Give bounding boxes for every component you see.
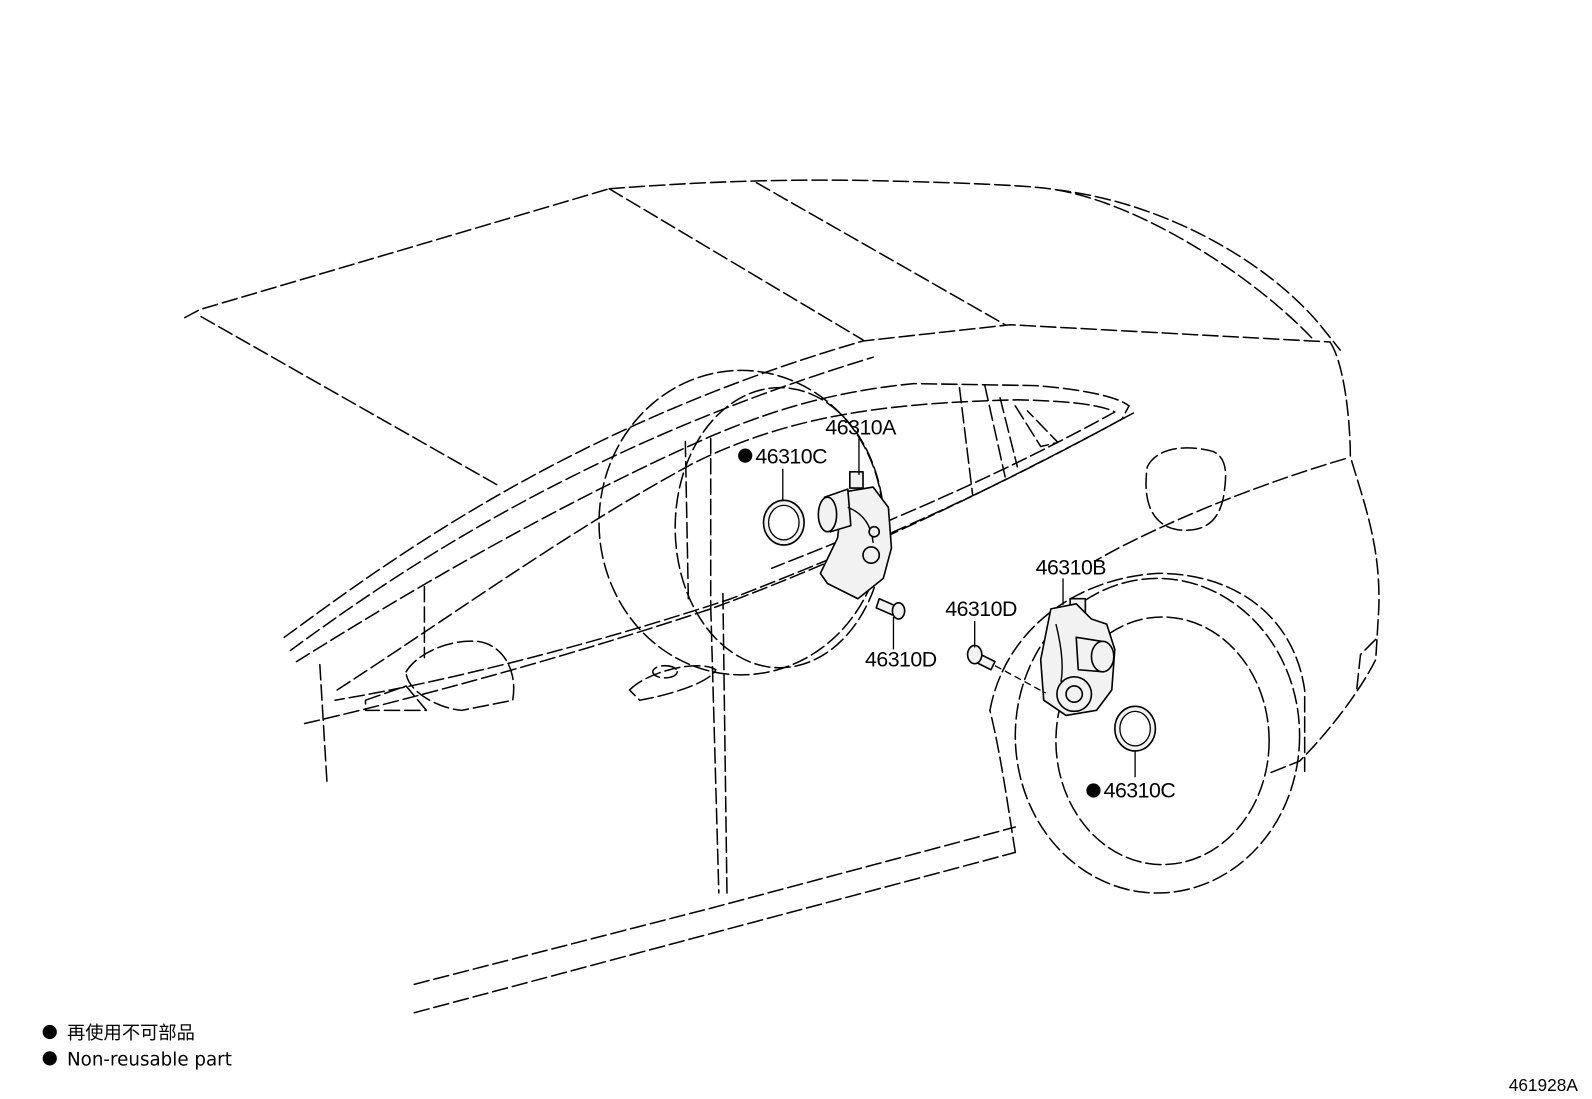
roof-rail [283,323,1331,639]
rear-wheel-rim [1055,616,1270,866]
rear-quarter-window-3 [999,397,1019,468]
non-reusable-marker [1086,783,1101,798]
rocker-upper [413,826,1017,986]
door-gap-front [709,605,720,894]
roof-panel-line-rear [755,181,1006,326]
front-door-edge [319,663,328,783]
actuator-a-motor-end [817,496,838,533]
rear-quarter-window-1 [958,386,974,496]
actuator-b-gear-hub [1065,685,1084,704]
legend-marker-jp [42,1024,57,1040]
bolt-46310d-lower[interactable] [966,644,996,671]
rear-quarter-outline [1268,341,1380,775]
door-gap-rear [722,592,728,894]
rocker-lower [413,851,1017,1014]
side-mirror-base [364,685,428,712]
belt-line [303,410,1138,725]
leader-lines [782,438,1136,778]
bolt-lower-head [966,644,983,665]
callout-46310d-upper[interactable]: 46310D [945,597,1017,621]
rear-quarter-window-4 [1014,405,1059,448]
rear-wheel-arch [989,572,1306,772]
bolt-upper-head [891,601,906,620]
actuator-46310a[interactable] [817,471,893,600]
door-handle-recess [652,664,678,679]
actuator-b-rib [1055,623,1063,683]
legend-label-jp: 再使用不可部品 [67,1023,195,1044]
roof-front-edge [184,187,610,319]
actuator-46310b[interactable] [1039,597,1116,717]
roof-top-edge [608,179,1341,351]
rear-quarter-window-2 [984,384,1006,478]
non-reusable-marker [738,448,753,463]
actuator-a-hole-small [868,525,881,538]
bolt-46310d-upper[interactable] [875,597,906,620]
rear-tire [1014,577,1301,894]
window-frame-outer [295,382,1130,701]
actuator-b-motor-end [1090,640,1115,673]
callout-46310b[interactable]: 46310B [1036,555,1107,579]
legend: 再使用不可部品 Non-reusable part [42,1023,232,1071]
bolt-to-actuator-leader [994,665,1047,694]
ring-lower-inner [1119,710,1152,747]
ring-upper-inner [767,504,800,541]
windshield-edge [200,315,499,486]
rear-bumper-line [1355,638,1377,693]
figure-id: 461928A [1509,1075,1579,1095]
legend-marker-en [42,1051,57,1066]
roof-rail-inner [289,356,874,652]
legend-label-en: Non-reusable part [67,1050,232,1071]
window-frame-inner [336,399,1116,691]
callout-46310c-upper[interactable]: 46310C [755,445,827,469]
roof-side-edge [1055,189,1313,339]
ring-46310c-lower[interactable] [1113,705,1157,752]
callout-46310a[interactable]: 46310A [825,415,897,439]
callouts: 46310A 46310C 46310B 46310D 46310D 46310… [738,415,1176,803]
rear-character-line [1095,457,1347,561]
roof-panel-line-front [608,187,864,341]
callout-46310d-lower[interactable]: 46310D [865,648,937,672]
side-mirror [405,640,515,712]
callout-46310c-lower[interactable]: 46310C [1104,779,1176,803]
ring-46310c-upper[interactable] [762,499,805,546]
car-body-outline [184,179,1380,1014]
actuator-a-connector [848,471,864,489]
actuator-a-hole-large [862,546,881,565]
actuator-a-rib [847,506,874,543]
door-handle [628,665,717,701]
rear-door-lower-edge [989,709,1017,854]
fuel-lid [1145,447,1227,531]
actuator-a-body [819,486,893,600]
